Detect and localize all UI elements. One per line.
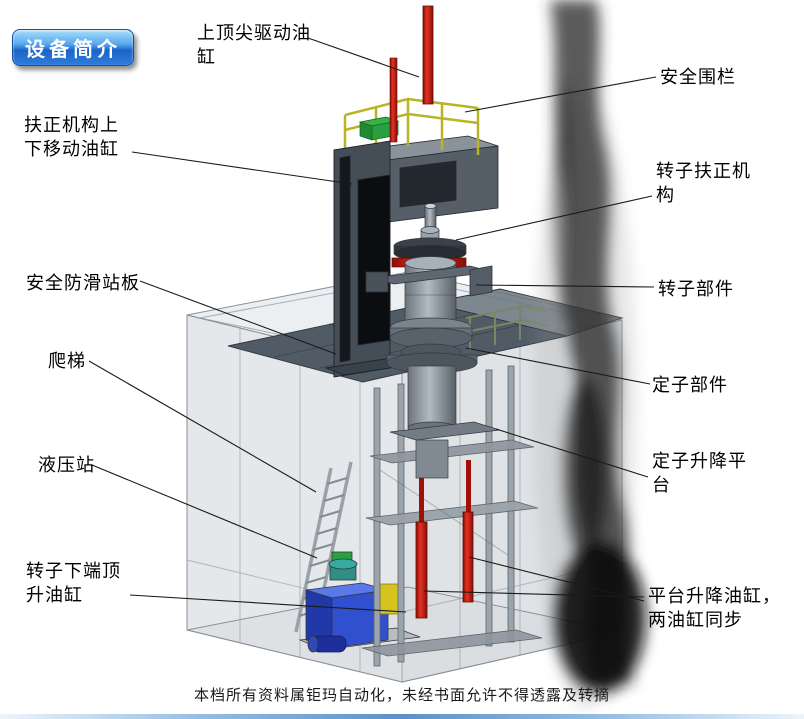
bottom-border (0, 714, 804, 719)
leader-top-spindle-cylinder (307, 37, 420, 78)
leader-rotor-jack-cylinder (129, 594, 407, 613)
label-antislip-deck: 安全防滑站板 (26, 273, 140, 293)
label-rotor-part: 转子部件 (658, 279, 734, 299)
leader-centering-cylinder (131, 151, 353, 185)
label-top-spindle-cylinder: 上顶尖驱动油 缸 (197, 23, 311, 68)
rotor-assembly (389, 203, 473, 361)
leader-ladder (88, 360, 317, 493)
label-safety-fence: 安全围栏 (660, 67, 736, 87)
label-ladder: 爬梯 (48, 351, 86, 371)
leader-lines (88, 37, 657, 613)
leader-rotor-part (475, 284, 655, 288)
top-spindle-cylinder (389, 5, 434, 143)
label-hydraulic-station: 液压站 (38, 455, 95, 475)
label-stator-part: 定子部件 (652, 375, 728, 395)
leader-platform-cyl-2 (468, 556, 645, 602)
platform-lift-cylinders (415, 460, 474, 619)
label-centering-lift-cylinder: 扶正机构上 下移动油缸 (24, 115, 119, 160)
title-badge: 设备简介 (12, 29, 134, 66)
leader-hydraulic-station (91, 464, 318, 559)
label-rotor-centering-mechanism: 转子扶正机 构 (656, 161, 751, 206)
stator-lift-platform (361, 365, 543, 667)
leader-platform-cyl-1 (423, 590, 645, 598)
shadow-smudge (533, 0, 646, 710)
footer-copyright: 本档所有资料属钜玛自动化，未经书面允许不得透露及转摘 (193, 688, 610, 704)
label-stator-lift-platform: 定子升降平 台 (652, 451, 747, 496)
leader-rotor-centering (455, 195, 653, 241)
leader-safety-fence (464, 76, 657, 113)
leader-antislip-deck (139, 280, 337, 355)
rotor-centering-mechanism (365, 265, 493, 297)
leader-stator-lift-platform (495, 428, 649, 478)
label-rotor-jack-cylinder: 转子下端顶 升油缸 (26, 561, 121, 606)
stator-assembly (386, 352, 501, 479)
leader-stator-part (465, 347, 651, 385)
label-platform-lift-cylinders: 平台升降油缸， 两油缸同步 (648, 586, 781, 631)
